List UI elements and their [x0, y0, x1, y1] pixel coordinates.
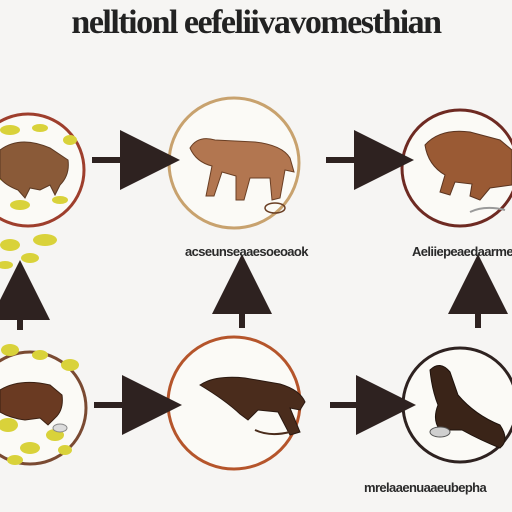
- stage-label-top-right: Aeliiepeaedaarmecs: [412, 244, 512, 259]
- animal-amphibian-top-right: [424, 130, 512, 201]
- stage-circle-bottom-left: [0, 344, 88, 466]
- stage-circle-bottom-right: [401, 346, 512, 464]
- diagram-title: nelltionl eefeliivavomesthian: [71, 4, 442, 41]
- animal-quadruped-top-middle: [189, 138, 295, 201]
- stage-circle-top-left: [0, 112, 86, 269]
- animal-aquatic-bottom-middle: [199, 376, 306, 436]
- animal-primitive-top-left: [0, 141, 69, 199]
- animal-early-bottom-left: [0, 381, 63, 426]
- stage-circle-top-middle: [167, 96, 301, 230]
- stage-circle-bottom-middle: [166, 335, 306, 471]
- stage-label-bottom-right: mrelaaenuaaeubepha: [364, 480, 487, 495]
- animal-reptile-bottom-right: [429, 365, 506, 449]
- stage-circle-top-right: [400, 108, 512, 228]
- stage-label-top-middle: acseunseaaesoeoaok: [185, 244, 309, 259]
- foliage-bottom-left: [0, 344, 79, 465]
